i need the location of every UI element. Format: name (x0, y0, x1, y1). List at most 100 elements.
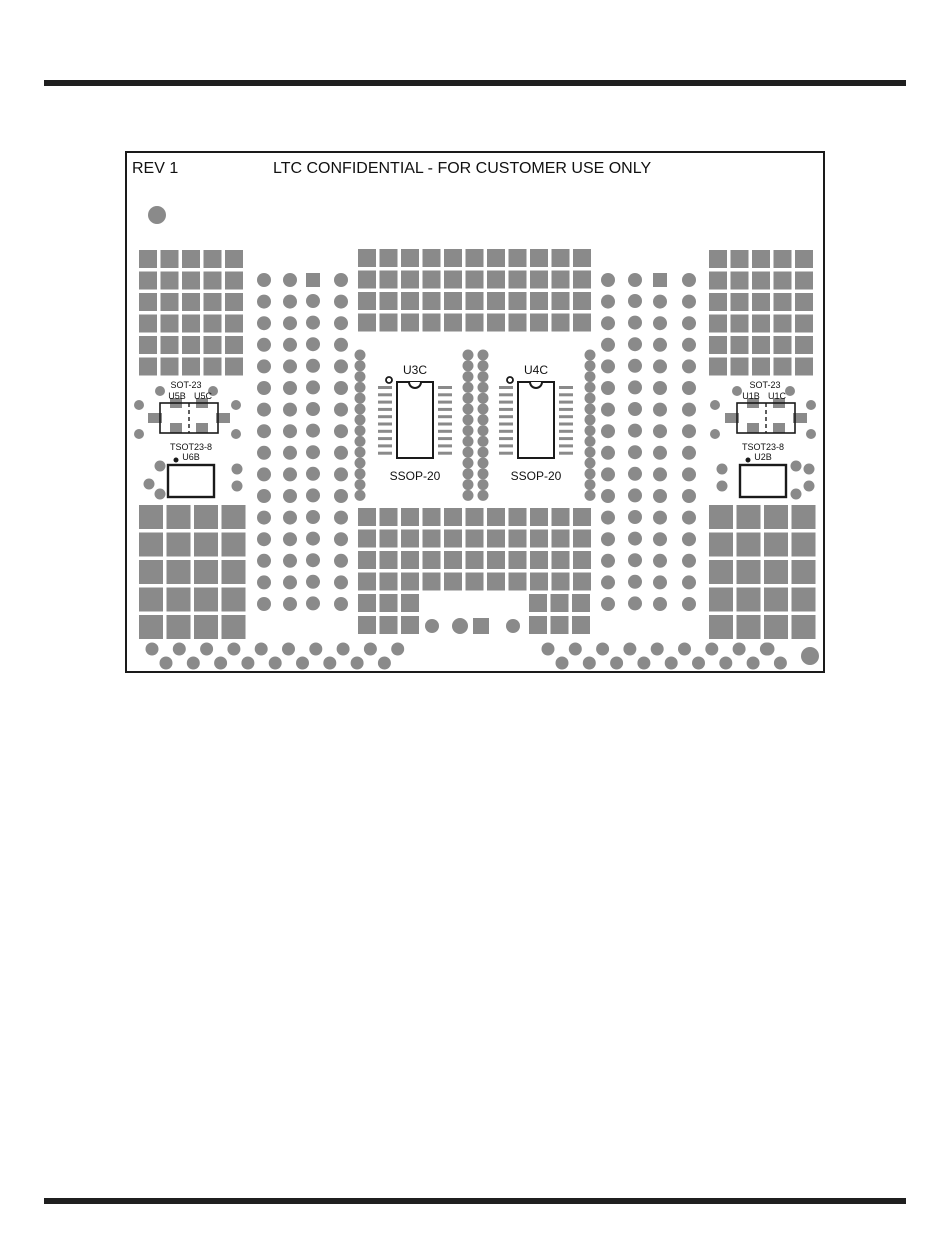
via-pad (710, 400, 720, 410)
smd-pad (204, 293, 222, 311)
via-pad (628, 359, 642, 373)
via-pad (257, 316, 271, 330)
via-pad (187, 657, 200, 670)
smd-pad (552, 314, 570, 332)
smd-pad (306, 273, 320, 287)
smd-pad (752, 315, 770, 333)
via-pad (653, 446, 667, 460)
smd-pad (499, 437, 513, 440)
smd-pad (774, 315, 792, 333)
via-pad (134, 400, 144, 410)
smd-pad (378, 437, 392, 440)
via-pad (806, 400, 816, 410)
smd-pad (552, 271, 570, 289)
via-pad (653, 532, 667, 546)
smd-pad (438, 386, 452, 389)
smd-pad (466, 249, 484, 267)
via-pad (682, 381, 696, 395)
smd-pad (731, 358, 749, 376)
smd-pad (731, 336, 749, 354)
smd-pad (444, 530, 462, 548)
via-pad (355, 414, 366, 425)
via-pad (806, 429, 816, 439)
via-pad (478, 479, 489, 490)
smd-pad (731, 250, 749, 268)
pcb-drawing: REV 1 LTC CONFIDENTIAL - FOR CUSTOMER US… (127, 153, 823, 671)
u1c-ref-label: U1C (768, 391, 787, 401)
smd-pad (509, 573, 527, 591)
smd-pad (709, 505, 733, 529)
via-pad (628, 575, 642, 589)
tsot-left-pin1-dot (174, 458, 179, 463)
smd-pad (194, 560, 218, 584)
smd-pad (167, 533, 191, 557)
smd-pad (139, 588, 163, 612)
smd-pad (764, 505, 788, 529)
via-pad (601, 273, 615, 287)
smd-pad (378, 452, 392, 455)
u5c-ref-label: U5C (194, 391, 213, 401)
smd-pad (709, 615, 733, 639)
smd-pad (709, 588, 733, 612)
via-pad (628, 445, 642, 459)
via-pad (585, 393, 596, 404)
tsot-right-outline (740, 465, 786, 497)
via-pad (257, 424, 271, 438)
via-pad (282, 643, 295, 656)
bottom-rule (44, 1198, 906, 1204)
ssop-u3c-notch (409, 382, 421, 388)
smd-pad (499, 386, 513, 389)
smd-pad (552, 530, 570, 548)
smd-pad (444, 292, 462, 310)
smd-pad (438, 415, 452, 418)
smd-pad (499, 452, 513, 455)
smd-pad (378, 423, 392, 426)
smd-pad (444, 271, 462, 289)
smd-pad (737, 615, 761, 639)
via-pad (463, 350, 474, 361)
via-pad (628, 553, 642, 567)
via-pad (283, 532, 297, 546)
sot23-left-package-label: SOT-23 (170, 380, 201, 390)
smd-pad (222, 505, 246, 529)
via-pad (682, 554, 696, 568)
via-pad (682, 424, 696, 438)
smd-pad (380, 271, 398, 289)
smd-pad (559, 452, 573, 455)
via-pad (355, 479, 366, 490)
smd-pad (731, 315, 749, 333)
via-pad (585, 425, 596, 436)
smd-pad (423, 573, 441, 591)
smd-pad (380, 249, 398, 267)
u2b-ref-label: U2B (754, 452, 772, 462)
smd-pad (444, 314, 462, 332)
via-pad (653, 467, 667, 481)
via-pad (585, 371, 596, 382)
via-pad (601, 424, 615, 438)
smd-pad (487, 530, 505, 548)
via-pad (355, 490, 366, 501)
smd-pad (444, 249, 462, 267)
smd-pad (573, 551, 591, 569)
smd-pad (499, 444, 513, 447)
via-pad (463, 447, 474, 458)
smd-pad (559, 437, 573, 440)
via-pad (283, 316, 297, 330)
via-pad (791, 461, 802, 472)
smd-pad (378, 430, 392, 433)
smd-pad (222, 533, 246, 557)
smd-pad (182, 293, 200, 311)
via-pad (478, 360, 489, 371)
smd-pad (182, 358, 200, 376)
via-pad (682, 403, 696, 417)
via-pad (144, 479, 155, 490)
via-pad (785, 386, 795, 396)
smd-pad (380, 573, 398, 591)
via-pad (705, 643, 718, 656)
smd-pad (572, 594, 590, 612)
smd-pad (204, 272, 222, 290)
smd-pad (438, 401, 452, 404)
via-pad (334, 403, 348, 417)
via-pad (334, 597, 348, 611)
smd-pad (139, 560, 163, 584)
